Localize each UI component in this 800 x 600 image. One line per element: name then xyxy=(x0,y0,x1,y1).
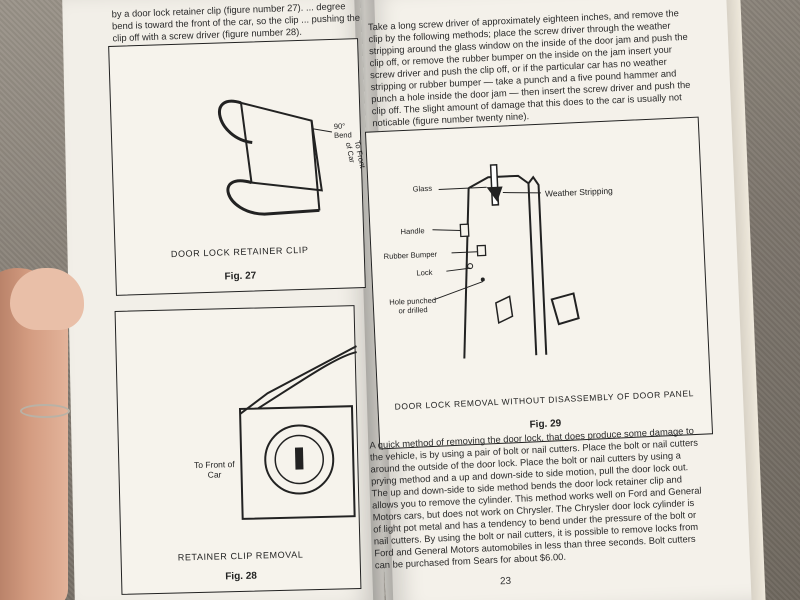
figure-29: Glass Weather Stripping Handle Rubber Bu… xyxy=(364,116,714,450)
fig28-caption: RETAINER CLIP REMOVAL xyxy=(177,549,304,563)
thumb xyxy=(10,268,84,330)
figure-27: 90° Bend To Front of Car DOOR LOCK RETAI… xyxy=(108,38,367,296)
right-page-paragraph-1: Take a long screw driver of approximatel… xyxy=(367,7,691,129)
fig29-caption: DOOR LOCK REMOVAL WITHOUT DISASSEMBLY OF… xyxy=(394,388,695,412)
fig29-lock-label: Lock xyxy=(416,267,433,278)
retainer-clip-illustration xyxy=(218,99,333,216)
fig27-bend-label: 90° Bend xyxy=(333,121,352,140)
fig29-glass-label: Glass xyxy=(412,183,433,194)
right-page-paragraph-2: A quick method of removing the door lock… xyxy=(369,424,702,571)
finger-ring xyxy=(20,404,70,418)
fig28-front-label: To Front of Car xyxy=(193,459,235,480)
fig27-caption: DOOR LOCK RETAINER CLIP xyxy=(170,244,309,260)
door-lock-removal-illustration xyxy=(432,164,580,359)
fig28-number: Fig. 28 xyxy=(225,570,258,583)
clip-removal-illustration xyxy=(238,345,357,520)
fig29-handle-label: Handle xyxy=(400,226,425,237)
page-number: 23 xyxy=(499,575,512,588)
fig29-hole-label: Hole punched or drilled xyxy=(389,295,437,316)
fig27-number: Fig. 27 xyxy=(224,270,257,283)
figure-28: To Front of Car RETAINER CLIP REMOVAL Fi… xyxy=(114,305,362,595)
